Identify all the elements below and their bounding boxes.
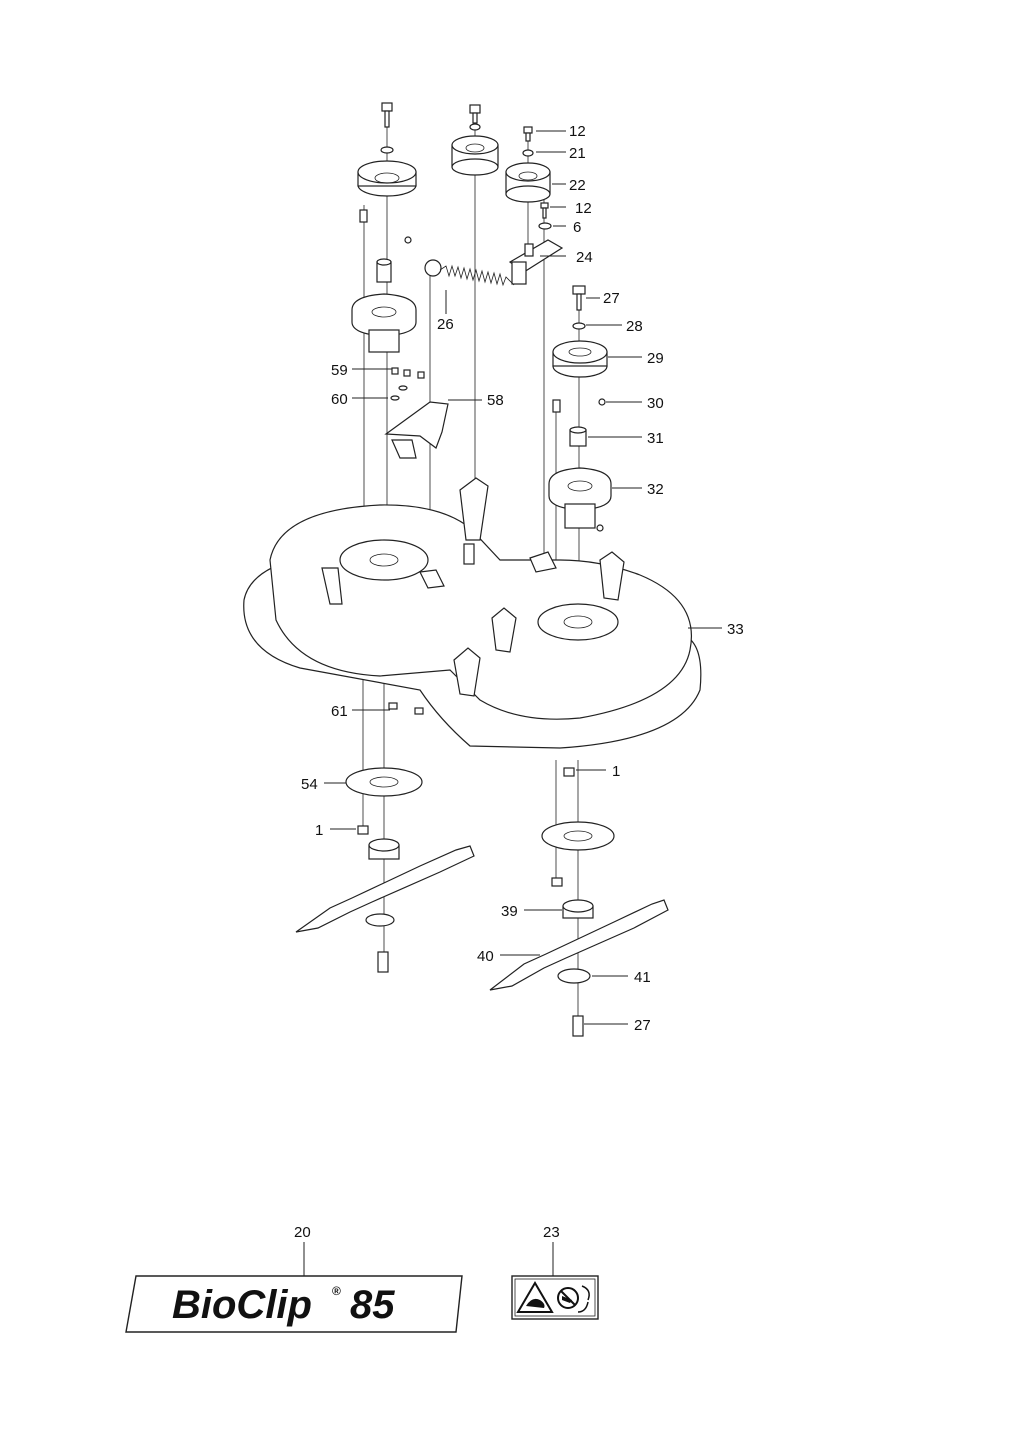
callout-58: 58: [487, 392, 504, 409]
left-pulley-assembly: [351, 102, 417, 353]
leader-lines: [303, 130, 722, 1278]
right-blade-assembly: [489, 767, 669, 1037]
bioclip-decal: BioClip ® 85: [125, 1275, 463, 1333]
callout-27-top: 27: [603, 290, 620, 307]
callout-33: 33: [727, 621, 744, 638]
callout-22: 22: [569, 177, 586, 194]
callout-6: 6: [573, 219, 581, 236]
callout-54: 54: [301, 776, 318, 793]
callout-27-bottom: 27: [634, 1017, 651, 1034]
callout-60: 60: [331, 391, 348, 408]
no-hands-icon: [557, 1285, 590, 1313]
left-blade-assembly: [295, 702, 475, 973]
decal-registered-mark: ®: [332, 1284, 341, 1298]
callout-31: 31: [647, 430, 664, 447]
callout-20: 20: [294, 1224, 311, 1241]
callout-21: 21: [569, 145, 586, 162]
callout-24: 24: [576, 249, 593, 266]
callout-12-lower: 12: [575, 200, 592, 217]
callout-41: 41: [634, 969, 651, 986]
callout-39: 39: [501, 903, 518, 920]
warning-decal: [511, 1275, 599, 1320]
right-pulley-assembly: [548, 285, 612, 532]
mower-deck: [243, 477, 702, 749]
callout-23: 23: [543, 1224, 560, 1241]
callout-1-right: 1: [612, 763, 620, 780]
tension-spring: [424, 259, 515, 287]
center-pulley-assembly: [451, 104, 499, 176]
callout-1-left: 1: [315, 822, 323, 839]
callout-32: 32: [647, 481, 664, 498]
callout-30: 30: [647, 395, 664, 412]
deflector-bracket: [384, 367, 449, 459]
idler-arm-assembly: [505, 126, 564, 285]
callout-numbers: 12 21 22 12 6 24 26 27 28 29 59 60 58 30…: [294, 123, 744, 1241]
warning-triangle-icon: [516, 1281, 554, 1313]
callout-59: 59: [331, 362, 348, 379]
callout-40: 40: [477, 948, 494, 965]
callout-28: 28: [626, 318, 643, 335]
decal-model-text: 85: [350, 1283, 395, 1327]
callout-61: 61: [331, 703, 348, 720]
callout-12-top: 12: [569, 123, 586, 140]
decal-brand-text: BioClip: [172, 1283, 312, 1327]
callout-26: 26: [437, 316, 454, 333]
callout-29: 29: [647, 350, 664, 367]
